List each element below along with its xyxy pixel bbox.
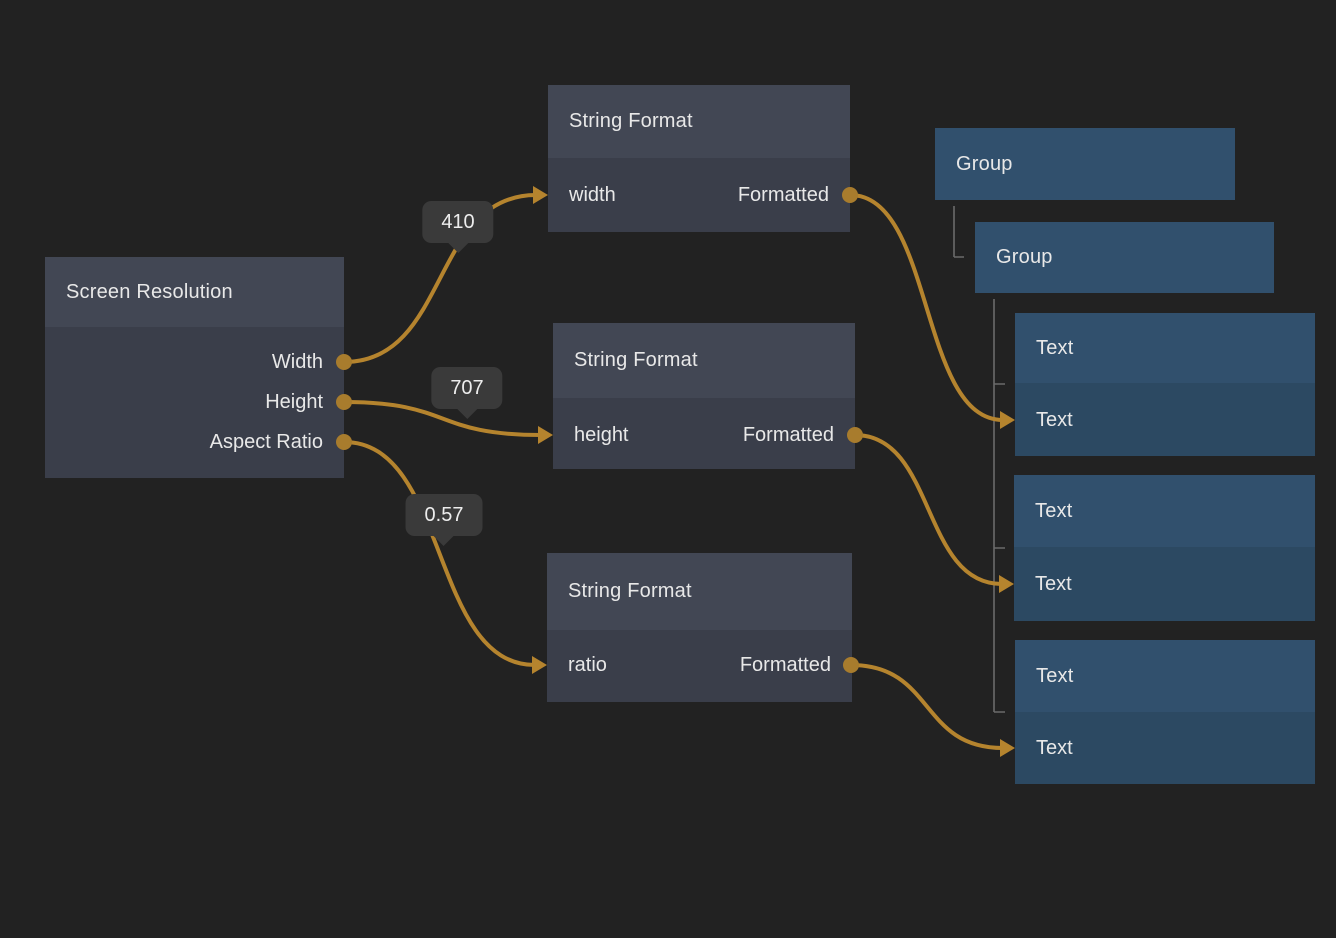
input-arrow-icon [1000, 411, 1015, 429]
node-string-format-height[interactable]: String Format height Formatted [553, 323, 855, 469]
input-arrow-icon [533, 186, 548, 204]
node-header[interactable]: Text [1015, 640, 1315, 712]
node-row: Height [45, 382, 344, 422]
node-title: Group [956, 152, 1013, 175]
input-arrow-icon [532, 656, 547, 674]
input-arrow-icon [999, 575, 1014, 593]
input-arrow-icon [1000, 739, 1015, 757]
node-body: Text [1015, 712, 1315, 784]
wire[interactable] [849, 663, 1005, 750]
node-body: height Formatted [553, 398, 855, 469]
wire-value-text: 707 [450, 377, 484, 399]
wire-value-badge: 410 [422, 201, 494, 243]
output-label: Width [271, 350, 323, 373]
output-label: Formatted [737, 183, 829, 206]
node-row: Text [1015, 400, 1315, 440]
node-row: height Formatted [553, 415, 855, 455]
node-row: Text [1015, 728, 1315, 768]
wire-value-text: 0.57 [424, 504, 464, 526]
node-row: ratio Formatted [547, 645, 852, 685]
input-label: width [569, 183, 616, 206]
node-body: Text [1015, 383, 1315, 456]
node-group-inner[interactable]: Group [975, 222, 1274, 293]
input-arrow-icon [538, 426, 553, 444]
wire-value-badge: 0.57 [405, 494, 483, 536]
node-body: width Formatted [548, 158, 850, 232]
node-body: ratio Formatted [547, 630, 852, 702]
output-label: Height [265, 390, 323, 413]
input-label: Text [1035, 572, 1072, 595]
input-label: Text [1036, 736, 1073, 759]
hierarchy-connector [993, 299, 1005, 713]
node-row: width Formatted [548, 175, 850, 215]
input-label: height [574, 423, 629, 446]
input-label: ratio [568, 653, 607, 676]
node-row: Text [1014, 564, 1315, 604]
node-title: Text [1036, 336, 1074, 359]
node-title: Screen Resolution [66, 280, 233, 303]
node-title: String Format [574, 349, 698, 371]
node-header[interactable]: Text [1014, 475, 1315, 547]
node-string-format-width[interactable]: String Format width Formatted [548, 85, 850, 232]
node-row: Width [45, 342, 344, 382]
input-label: Text [1036, 408, 1073, 431]
node-group-outer[interactable]: Group [935, 128, 1235, 200]
node-title: Text [1036, 664, 1074, 687]
node-title: Group [996, 246, 1053, 268]
wire-value-badge: 707 [431, 367, 503, 409]
node-string-format-ratio[interactable]: String Format ratio Formatted [547, 553, 852, 702]
node-header[interactable]: String Format [547, 553, 852, 630]
node-title: String Format [568, 580, 692, 602]
node-header[interactable]: String Format [553, 323, 855, 398]
wire-value-text: 410 [441, 211, 475, 233]
node-header[interactable]: Text [1015, 313, 1315, 383]
node-header[interactable]: Group [975, 222, 1274, 293]
node-header[interactable]: Screen Resolution [45, 257, 344, 327]
node-body: Text [1014, 547, 1315, 621]
node-title: String Format [569, 110, 693, 132]
output-label: Aspect Ratio [209, 430, 323, 453]
hierarchy-connector [953, 206, 964, 258]
node-title: Text [1035, 499, 1073, 522]
wire[interactable] [853, 433, 1004, 586]
node-row: Aspect Ratio [45, 422, 344, 462]
node-header[interactable]: Group [935, 128, 1235, 200]
wire[interactable] [342, 440, 537, 667]
node-header[interactable]: String Format [548, 85, 850, 158]
output-label: Formatted [739, 653, 831, 676]
output-label: Formatted [742, 423, 834, 446]
